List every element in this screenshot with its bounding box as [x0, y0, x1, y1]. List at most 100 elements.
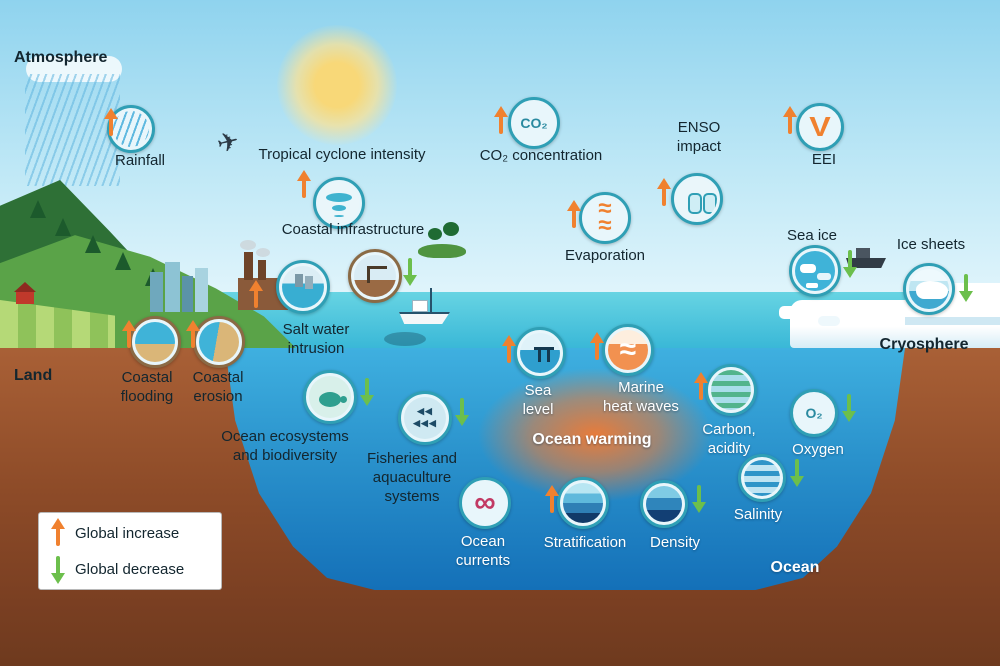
carbon-acidity-increase-arrow-icon — [694, 372, 708, 402]
cargo-ship — [846, 258, 886, 268]
enso-icon — [677, 179, 717, 219]
coastal-flooding-label: Coastal flooding — [120, 369, 174, 405]
rain-icon — [113, 111, 149, 147]
currents-icon: ∞ — [474, 486, 496, 519]
palm-tree-icon — [428, 228, 442, 240]
turtle-icon — [309, 376, 351, 418]
sea-ice-label: Sea ice — [786, 227, 838, 244]
node-circle-rainfall — [107, 105, 155, 153]
ocean-warming-label: Ocean warming — [532, 431, 652, 448]
legend-decrease-label: Global decrease — [75, 560, 185, 578]
co2-concentration-label: CO₂ concentration — [479, 147, 603, 164]
node-circle-coastal-infrastructure — [348, 249, 402, 303]
stratification-icon — [563, 483, 603, 523]
coastal-erosion-increase-arrow-icon — [186, 320, 200, 350]
increase-arrow-icon — [51, 518, 65, 548]
house-roof — [14, 282, 36, 292]
ocean-label: Ocean — [770, 559, 820, 576]
tree-icon — [85, 235, 101, 253]
node-circle-evaporation: ≈ ≈ — [579, 192, 631, 244]
decrease-arrow-icon — [51, 554, 65, 584]
rainfall-increase-arrow-icon — [104, 108, 118, 138]
node-circle-sea-ice — [789, 245, 841, 297]
node-circle-density — [640, 480, 688, 528]
saltwater-icon — [282, 266, 324, 308]
land-label: Land — [14, 367, 53, 384]
legend-box: Global increase Global decrease — [38, 512, 222, 590]
carbon-icon — [711, 370, 751, 410]
co2-icon: CO₂ — [520, 115, 548, 131]
tropical-cyclone-intensity-label: Tropical cyclone intensity — [258, 146, 426, 163]
city-building — [182, 276, 193, 312]
node-circle-co2-concentration: CO₂ — [508, 97, 560, 149]
factory-chimney — [244, 252, 253, 280]
node-circle-marine-heat-waves: ≈ — [602, 324, 654, 376]
salt-water-intrusion-label: Salt water intrusion — [282, 321, 350, 357]
rain-streaks — [25, 74, 120, 186]
salinity-label: Salinity — [733, 506, 783, 523]
smoke — [240, 240, 256, 250]
oxygen-label: Oxygen — [792, 441, 844, 458]
flooding-icon — [135, 322, 175, 362]
smoke — [256, 248, 270, 257]
marine-heat-waves-label: Marine heat waves — [603, 379, 679, 415]
ice-sheets-decrease-arrow-icon — [959, 272, 973, 302]
density-label: Density — [649, 534, 701, 551]
evaporation-icon: ≈ ≈ — [598, 198, 612, 238]
marine-heat-waves-increase-arrow-icon — [590, 332, 604, 362]
city-building — [165, 262, 180, 312]
salinity-icon — [744, 460, 780, 496]
atmosphere-label: Atmosphere — [14, 49, 108, 66]
legend-increase-row: Global increase — [51, 518, 209, 548]
co2-concentration-increase-arrow-icon — [494, 106, 508, 136]
node-circle-ocean-currents: ∞ — [459, 477, 511, 529]
airplane-label: ✈ — [213, 124, 243, 160]
cyclone-icon — [319, 183, 359, 223]
node-circle-ocean-ecosystems — [303, 370, 357, 424]
oxygen-decrease-arrow-icon — [842, 392, 856, 422]
node-circle-enso-impact — [671, 173, 723, 225]
city-building — [150, 272, 163, 312]
node-circle-ice-sheets — [903, 263, 955, 315]
ocean-ecosystems-label: Ocean ecosystems and biodiversity — [221, 428, 349, 464]
city-building — [195, 268, 208, 312]
ice-sheets-label: Ice sheets — [896, 236, 966, 253]
sun — [277, 25, 397, 145]
tree-icon — [115, 252, 131, 270]
salt-water-intrusion-increase-arrow-icon — [249, 280, 263, 310]
eei-icon: V — [809, 111, 831, 142]
node-circle-stratification — [557, 477, 609, 529]
legend-decrease-row: Global decrease — [51, 554, 209, 584]
density-icon — [646, 486, 682, 522]
ice-floe — [779, 306, 809, 319]
ship-superstructure — [856, 248, 870, 258]
rainfall-label: Rainfall — [114, 152, 166, 169]
coastal-infrastructure-label: Coastal infrastructure — [281, 221, 425, 238]
factory-chimney — [258, 260, 266, 280]
island — [418, 244, 466, 258]
evaporation-increase-arrow-icon — [567, 200, 581, 230]
node-circle-sea-level — [514, 327, 566, 379]
port-icon — [354, 255, 396, 297]
enso-impact-label: ENSO impact — [676, 119, 722, 155]
tree-icon — [30, 200, 46, 218]
palm-tree-icon — [443, 222, 459, 236]
eei-increase-arrow-icon — [783, 106, 797, 136]
node-circle-salinity — [738, 454, 786, 502]
cryosphere-label: Cryosphere — [879, 336, 969, 353]
coastal-erosion-label: Coastal erosion — [192, 369, 244, 405]
node-circle-coastal-flooding — [129, 316, 181, 368]
coastal-flooding-increase-arrow-icon — [122, 320, 136, 350]
node-circle-salt-water-intrusion — [276, 260, 330, 314]
sealevel-icon — [520, 333, 560, 373]
stratification-increase-arrow-icon — [545, 485, 559, 515]
enso-impact-increase-arrow-icon — [657, 178, 671, 208]
eei-label: EEI — [811, 151, 837, 168]
boat-cabin — [412, 300, 428, 312]
tree-icon — [55, 218, 71, 236]
sea-ice-decrease-arrow-icon — [843, 248, 857, 278]
boat-mast — [430, 288, 432, 312]
carbon-acidity-label: Carbon, acidity — [702, 421, 756, 457]
